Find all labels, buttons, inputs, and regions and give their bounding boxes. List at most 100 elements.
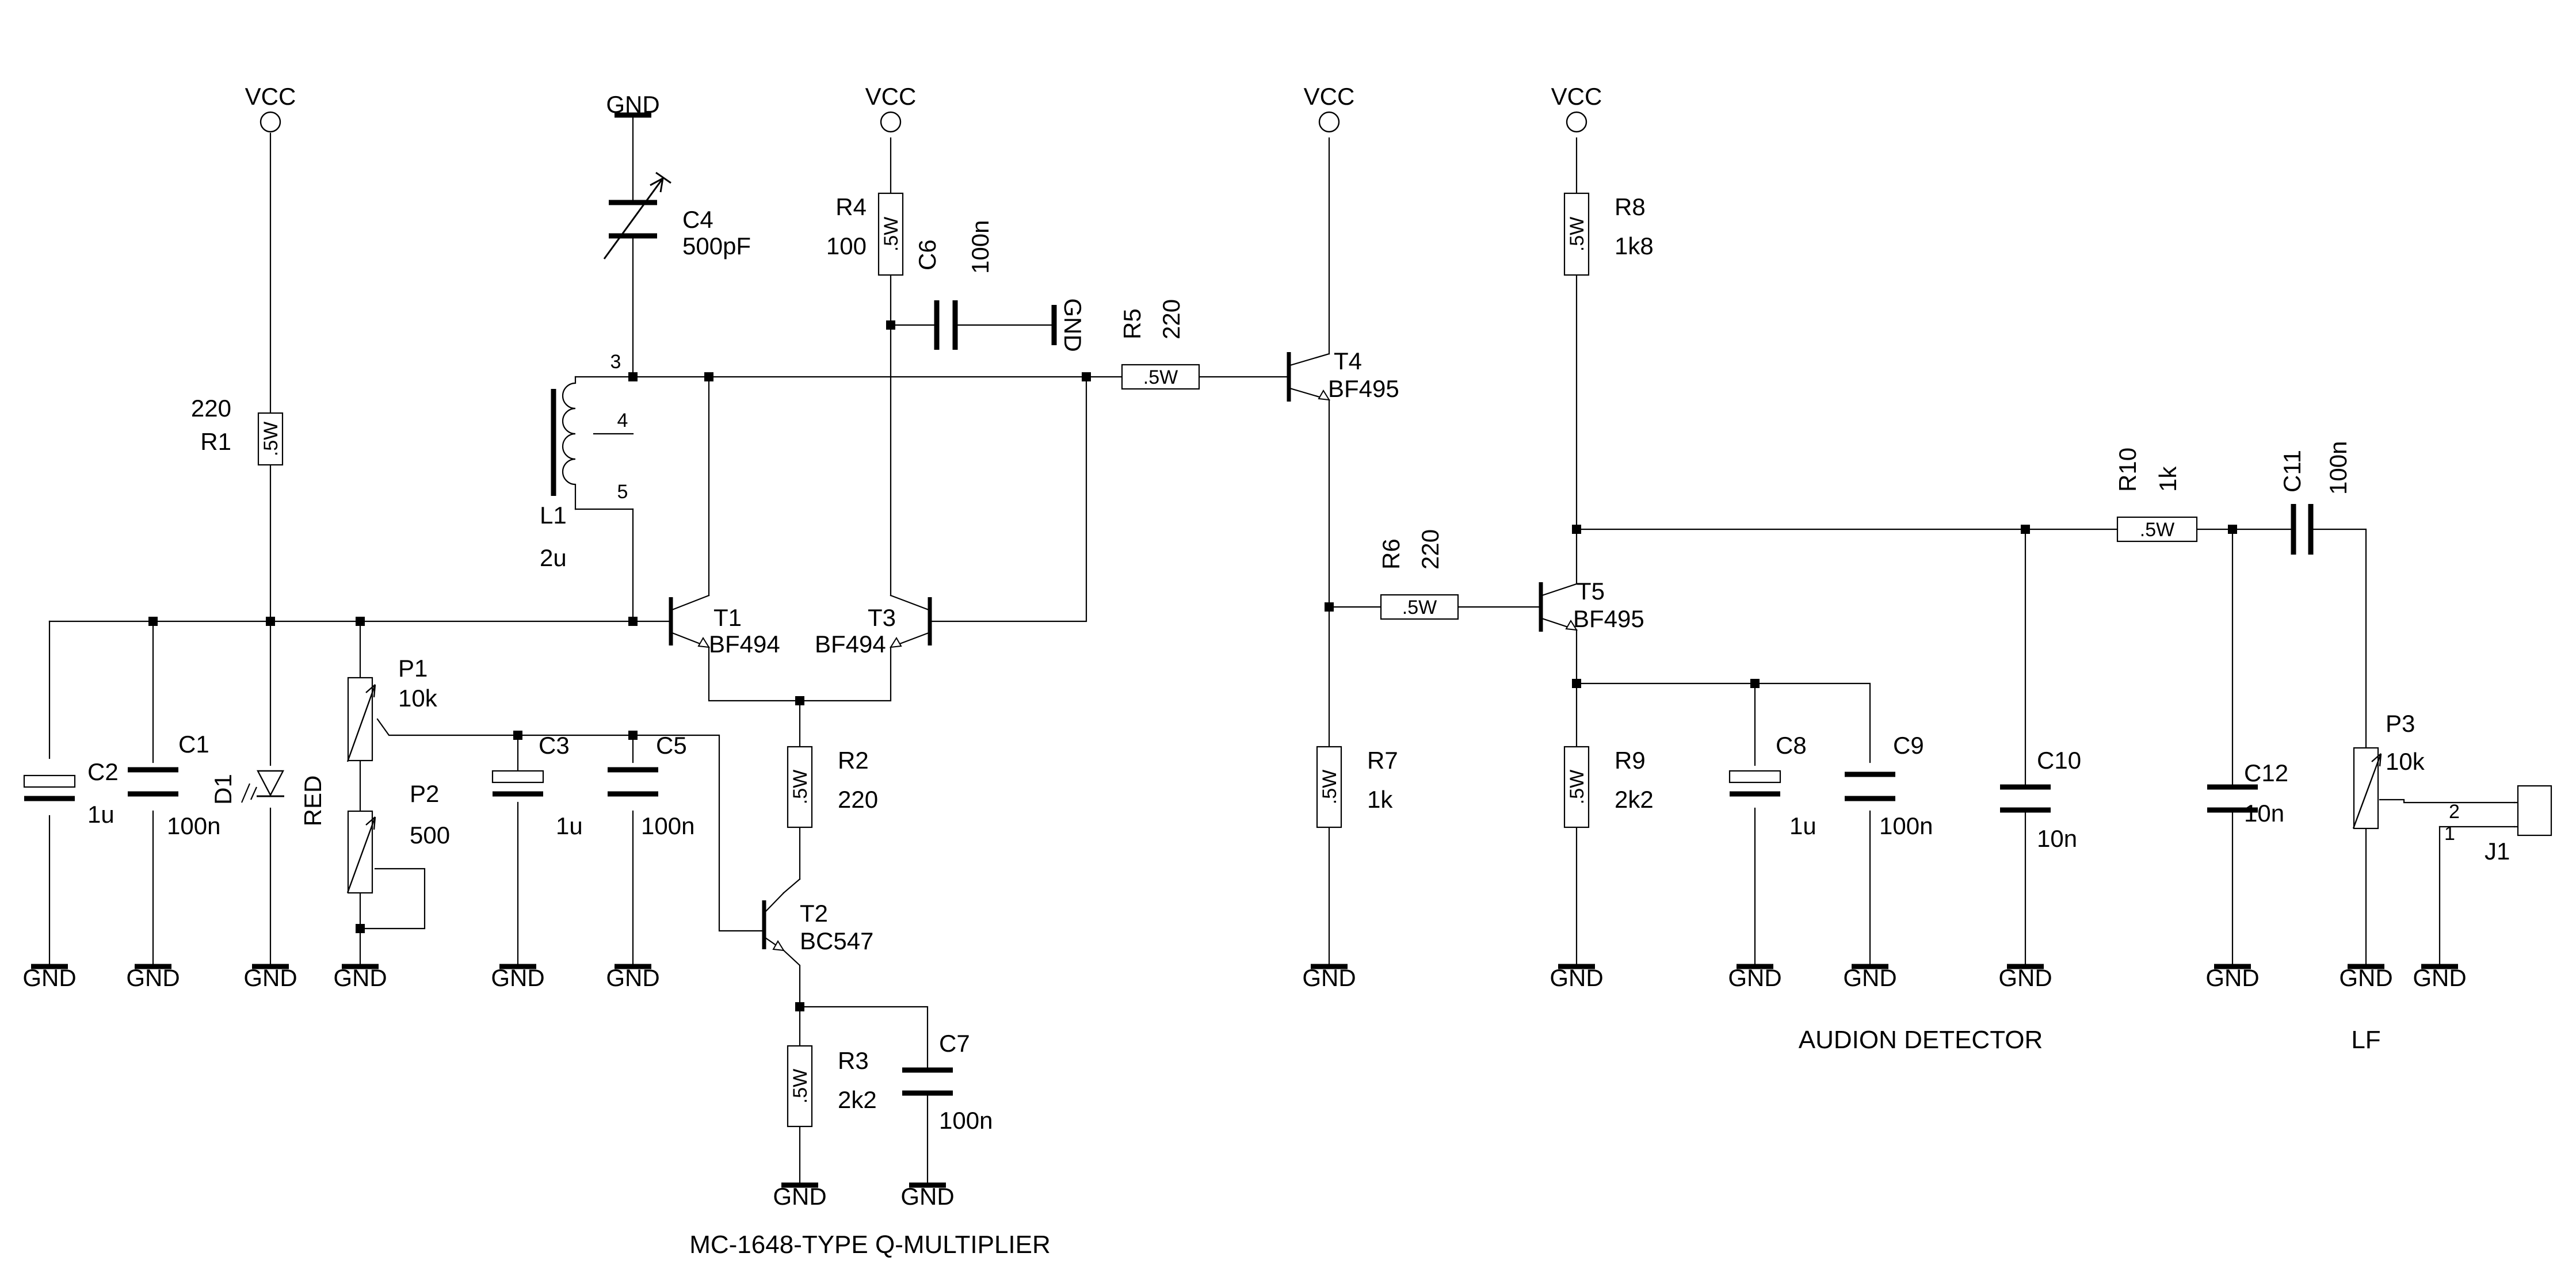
- vcc-label: VCC: [865, 83, 917, 110]
- c4-ref: C4: [682, 206, 713, 233]
- p1-ref: P1: [398, 655, 428, 682]
- j1-pin-2: 2: [2449, 801, 2460, 823]
- c4-value: 500pF: [682, 232, 751, 259]
- ground-symbols: GND GND GND GND GND GND GND GND GND GND …: [22, 91, 2466, 1210]
- c9-ref: C9: [1893, 732, 1924, 759]
- c10-ref: C10: [2037, 747, 2081, 774]
- c9-value: 100n: [1879, 812, 1933, 839]
- c1-ref: C1: [178, 731, 209, 758]
- svg-text:GND: GND: [1728, 964, 1781, 991]
- r9-value: 2k2: [1615, 786, 1654, 813]
- resistor-r4: .5W R4 100: [826, 192, 904, 276]
- capacitor-c5: C5 100n: [608, 732, 694, 839]
- c10-value: 10n: [2037, 825, 2077, 852]
- wires: [48, 114, 2519, 1186]
- r5-value: 220: [1158, 299, 1185, 339]
- gnd-c10: GND: [1998, 964, 2052, 991]
- title-lf: LF: [2351, 1026, 2380, 1054]
- r1-value: 220: [191, 395, 231, 422]
- r4-value: 100: [826, 232, 867, 259]
- svg-text:.5W: .5W: [1402, 597, 1437, 618]
- title-audion-detector: AUDION DETECTOR: [1799, 1026, 2043, 1054]
- resistor-r5: .5W R5 220: [1119, 299, 1200, 390]
- c5-ref: C5: [656, 732, 687, 759]
- svg-text:GND: GND: [2205, 964, 2259, 991]
- transistor-t3: T3 BF494: [815, 594, 932, 658]
- p3-ref: P3: [2386, 710, 2415, 737]
- capacitor-c10: C10 10n: [2000, 747, 2081, 852]
- c6-ref: C6: [914, 239, 941, 270]
- gnd-c7: GND: [900, 1183, 955, 1210]
- vcc-t4: VCC: [1304, 83, 1354, 133]
- gnd-c1: GND: [126, 964, 180, 991]
- svg-text:GND: GND: [900, 1183, 954, 1210]
- r2-ref: R2: [838, 747, 869, 774]
- svg-text:GND: GND: [1998, 964, 2052, 991]
- svg-text:GND: GND: [2413, 964, 2466, 991]
- p1-value: 10k: [398, 685, 438, 712]
- resistor-r7: .5W R7 1k: [1316, 746, 1398, 828]
- gnd-c9: GND: [1843, 964, 1897, 991]
- svg-text:GND: GND: [22, 964, 76, 991]
- t4-value: BF495: [1328, 375, 1399, 402]
- r10-value: 1k: [2154, 466, 2181, 492]
- t5-value: BF495: [1573, 605, 1644, 632]
- resistor-r3: .5W R3 2k2: [787, 1045, 877, 1128]
- d1-value: RED: [299, 776, 326, 827]
- vcc-label: VCC: [245, 83, 296, 110]
- title-q-multiplier: MC-1648-TYPE Q-MULTIPLIER: [689, 1231, 1051, 1259]
- vcc-r1: VCC: [245, 83, 296, 133]
- r8-ref: R8: [1615, 193, 1646, 220]
- svg-text:GND: GND: [1843, 964, 1896, 991]
- c5-value: 100n: [641, 812, 694, 839]
- svg-text:GND: GND: [333, 964, 387, 991]
- capacitor-c12: C12 10n: [2207, 759, 2288, 827]
- t3-ref: T3: [868, 604, 896, 631]
- svg-text:.5W: .5W: [1566, 770, 1588, 804]
- c12-value: 10n: [2244, 800, 2284, 827]
- capacitor-c4: C4 500pF: [603, 171, 751, 259]
- vcc-r4: VCC: [865, 83, 917, 133]
- c2-value: 1u: [87, 801, 115, 828]
- svg-text:GND: GND: [126, 964, 180, 991]
- junctions: [148, 320, 2237, 1011]
- gnd-j1: GND: [2413, 964, 2467, 991]
- l1-tap-4: 4: [617, 410, 628, 431]
- c8-value: 1u: [1789, 812, 1816, 839]
- c7-value: 100n: [939, 1107, 993, 1134]
- potentiometers: P1 10k P2 500 P3 10k: [346, 655, 2425, 894]
- c1-value: 100n: [167, 812, 220, 839]
- c3-value: 1u: [556, 812, 583, 839]
- j1-ref: J1: [2485, 838, 2510, 865]
- r9-ref: R9: [1615, 747, 1646, 774]
- svg-text:GND: GND: [773, 1183, 826, 1210]
- t4-ref: T4: [1334, 347, 1362, 375]
- gnd-c6: GND: [1051, 298, 1086, 352]
- r4-ref: R4: [835, 193, 867, 220]
- svg-text:.5W: .5W: [789, 1069, 811, 1103]
- resistor-r10: .5W R10 1k: [2114, 448, 2198, 543]
- d1-ref: D1: [209, 774, 236, 805]
- potentiometer-p2: P2 500: [346, 780, 450, 894]
- gnd-c3: GND: [491, 964, 545, 991]
- capacitor-c3: C3 1u: [491, 732, 583, 839]
- gnd-r9: GND: [1550, 964, 1604, 991]
- r1-ref: R1: [200, 428, 231, 455]
- resistors: .5W R1 220 .5W R4 100 .5W R5 220 .5W R2 …: [191, 192, 2198, 1128]
- gnd-d1: GND: [243, 964, 297, 991]
- resistor-r9: .5W R9 2k2: [1563, 746, 1654, 828]
- r7-value: 1k: [1367, 786, 1393, 813]
- transistor-t1: T1 BF494: [669, 594, 780, 658]
- l1-ref: L1: [540, 502, 567, 529]
- capacitor-c8: C8 1u: [1728, 732, 1816, 839]
- gnd-c5: GND: [606, 964, 660, 991]
- transistor-t4: T4 BF495: [1287, 347, 1399, 402]
- gnd-c12: GND: [2205, 964, 2260, 991]
- svg-text:GND: GND: [1550, 964, 1603, 991]
- j1-pin-1: 1: [2444, 823, 2455, 845]
- gnd-r7: GND: [1302, 964, 1356, 991]
- capacitor-c7: C7 100n: [902, 1030, 993, 1134]
- gnd-c4: GND: [606, 91, 659, 118]
- gnd-c8: GND: [1728, 964, 1782, 991]
- l1-tap-3: 3: [610, 351, 621, 373]
